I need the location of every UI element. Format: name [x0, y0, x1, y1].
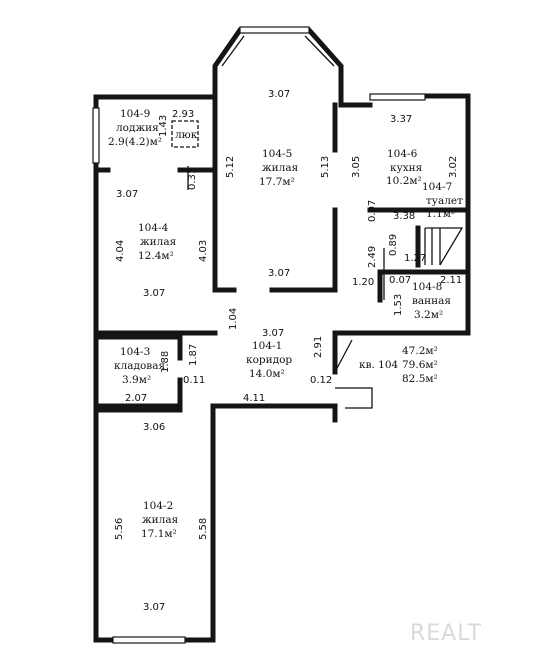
- apartment-area-1: 47.2м²: [402, 345, 438, 357]
- dim-188: 1.88: [160, 351, 171, 373]
- corridor-area: 14.0м²: [249, 368, 285, 380]
- room2-name: жилая: [142, 514, 179, 526]
- dim-305: 3.05: [351, 156, 362, 178]
- dim-120: 1.20: [352, 277, 374, 288]
- corridor-number: 104-1: [252, 340, 282, 352]
- dim-307-room2-bottom: 3.07: [143, 602, 165, 613]
- hatch-box: [171, 120, 199, 148]
- pantry-area: 3.9м²: [122, 374, 151, 386]
- room2-number: 104-2: [143, 500, 173, 512]
- kitchen-number: 104-6: [387, 148, 418, 160]
- dim-153: 1.53: [393, 294, 404, 316]
- dim-512: 5.12: [225, 156, 236, 178]
- pantry-number: 104-3: [120, 346, 150, 358]
- loggia-name: лоджия: [116, 122, 159, 134]
- apartment-label: кв. 104: [359, 359, 399, 371]
- dim-558: 5.58: [198, 518, 209, 540]
- dim-306: 3.06: [143, 422, 165, 433]
- corridor-name: коридор: [246, 354, 292, 366]
- hatch-label: люк: [175, 129, 198, 141]
- dim-307-room5-bottom: 3.07: [268, 268, 290, 279]
- dim-089: 0.89: [388, 234, 399, 256]
- walls: [93, 27, 471, 643]
- dim-307-corridor: 3.07: [262, 328, 284, 339]
- room5-area: 17.7м²: [259, 176, 295, 188]
- dim-513: 5.13: [320, 156, 331, 178]
- dim-307-room5-top: 3.07: [268, 89, 290, 100]
- dim-403: 4.03: [198, 240, 209, 262]
- toilet-number: 104-7: [422, 181, 452, 193]
- dim-556: 5.56: [114, 518, 125, 540]
- toilet-area: 1.1м²: [426, 208, 455, 220]
- dim-337: 3.37: [390, 114, 412, 125]
- room5-name: жилая: [262, 162, 299, 174]
- dim-031: 0.31: [187, 168, 198, 190]
- bath-name: ванная: [412, 295, 451, 307]
- room2-area: 17.1м²: [141, 528, 177, 540]
- dim-293: 2.93: [172, 109, 194, 120]
- room4-area: 12.4м²: [138, 250, 174, 262]
- room4-name: жилая: [140, 236, 177, 248]
- bath-area: 3.2м²: [414, 309, 443, 321]
- bay-window-lines: [221, 35, 335, 67]
- apartment-area-2: 79.6м²: [402, 359, 438, 371]
- toilet-name: туалет: [426, 195, 463, 207]
- dim-143: 1.43: [158, 115, 169, 137]
- dim-207: 2.07: [125, 393, 147, 404]
- dim-012: 0.12: [310, 375, 332, 386]
- entrance-vestibule: [335, 387, 373, 409]
- dim-127: 1.27: [404, 253, 426, 264]
- entrance-door: [334, 339, 353, 373]
- dim-302: 3.02: [448, 156, 459, 178]
- dim-104: 1.04: [228, 308, 239, 330]
- room4-number: 104-4: [138, 222, 169, 234]
- bath-number: 104-8: [412, 281, 442, 293]
- dim-007-toilet: 0.07: [367, 200, 378, 222]
- dim-307-loggia: 3.07: [116, 189, 138, 200]
- dim-187: 1.87: [188, 344, 199, 366]
- dim-411: 4.11: [243, 393, 265, 404]
- watermark: REALT: [410, 621, 482, 646]
- room5-number: 104-5: [262, 148, 292, 160]
- dim-011: 0.11: [183, 375, 205, 386]
- dim-307-room4-bottom: 3.07: [143, 288, 165, 299]
- apartment-area-3: 82.5м²: [402, 373, 438, 385]
- pantry-name: кладовая: [114, 360, 165, 372]
- loggia-area: 2.9(4.2)м²: [108, 136, 162, 148]
- loggia-number: 104-9: [120, 108, 150, 120]
- dim-404: 4.04: [115, 240, 126, 262]
- dim-249: 2.49: [367, 246, 378, 268]
- dim-338: 3.38: [393, 211, 415, 222]
- dim-211: 2.11: [440, 275, 462, 286]
- shaft-lines: [424, 227, 464, 266]
- kitchen-area: 10.2м²: [386, 175, 422, 187]
- dim-007-bath: 0.07: [389, 275, 411, 286]
- kitchen-name: кухня: [390, 162, 423, 174]
- dim-291: 2.91: [313, 336, 324, 358]
- windows: [92, 26, 426, 644]
